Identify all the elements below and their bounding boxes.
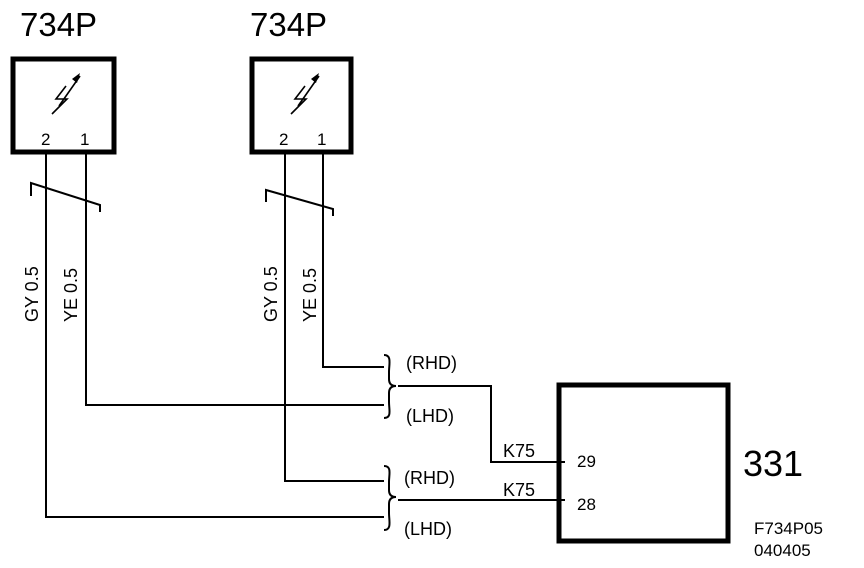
control-unit-pin-29: 29 [577, 452, 596, 471]
left-twisted-pair-mark [30, 181, 101, 212]
right-sensor: 734P 2 1 [249, 6, 354, 155]
left-sensor-label: 734P [20, 6, 97, 43]
right-sensor-label: 734P [250, 6, 327, 43]
left-sensor-box [10, 56, 117, 155]
rhd-top-label: (RHD) [406, 353, 457, 373]
k75-top-label: K75 [503, 441, 535, 461]
right-sensor-pin-2: 2 [279, 130, 288, 149]
left-sensor-pin-2: 2 [41, 130, 50, 149]
figure-date: 040405 [754, 541, 811, 560]
left-sensor-pin-1: 1 [80, 130, 89, 149]
lhd-bottom-label: (LHD) [404, 519, 452, 539]
lhd-top-label: (LHD) [406, 406, 454, 426]
control-unit-box [556, 382, 731, 544]
left-gy-wire-label: GY 0.5 [22, 266, 42, 322]
right-gy-wire-label: GY 0.5 [261, 266, 281, 322]
right-ye-wire [322, 152, 384, 368]
right-twisted-pair-mark [265, 188, 334, 216]
k75-bottom-label: K75 [503, 480, 535, 500]
right-sensor-pin-1: 1 [317, 130, 326, 149]
left-ye-wire-label: YE 0.5 [61, 268, 81, 322]
control-unit-label: 331 [743, 443, 803, 484]
control-unit-331: 29 28 331 [556, 382, 803, 544]
right-sensor-lightning-icon [290, 73, 320, 115]
right-sensor-box [249, 56, 354, 155]
control-unit-pin-28: 28 [577, 495, 596, 514]
right-gy-wire [284, 152, 384, 482]
figure-code: F734P05 [754, 519, 823, 538]
top-brace [383, 354, 397, 419]
rhd-bottom-label: (RHD) [404, 468, 455, 488]
right-ye-wire-label: YE 0.5 [300, 268, 320, 322]
left-gy-wire [45, 152, 384, 518]
left-sensor-lightning-icon [51, 73, 81, 115]
bottom-brace [383, 465, 397, 531]
left-sensor: 734P 2 1 [10, 6, 117, 155]
top-output-wire [398, 385, 565, 463]
